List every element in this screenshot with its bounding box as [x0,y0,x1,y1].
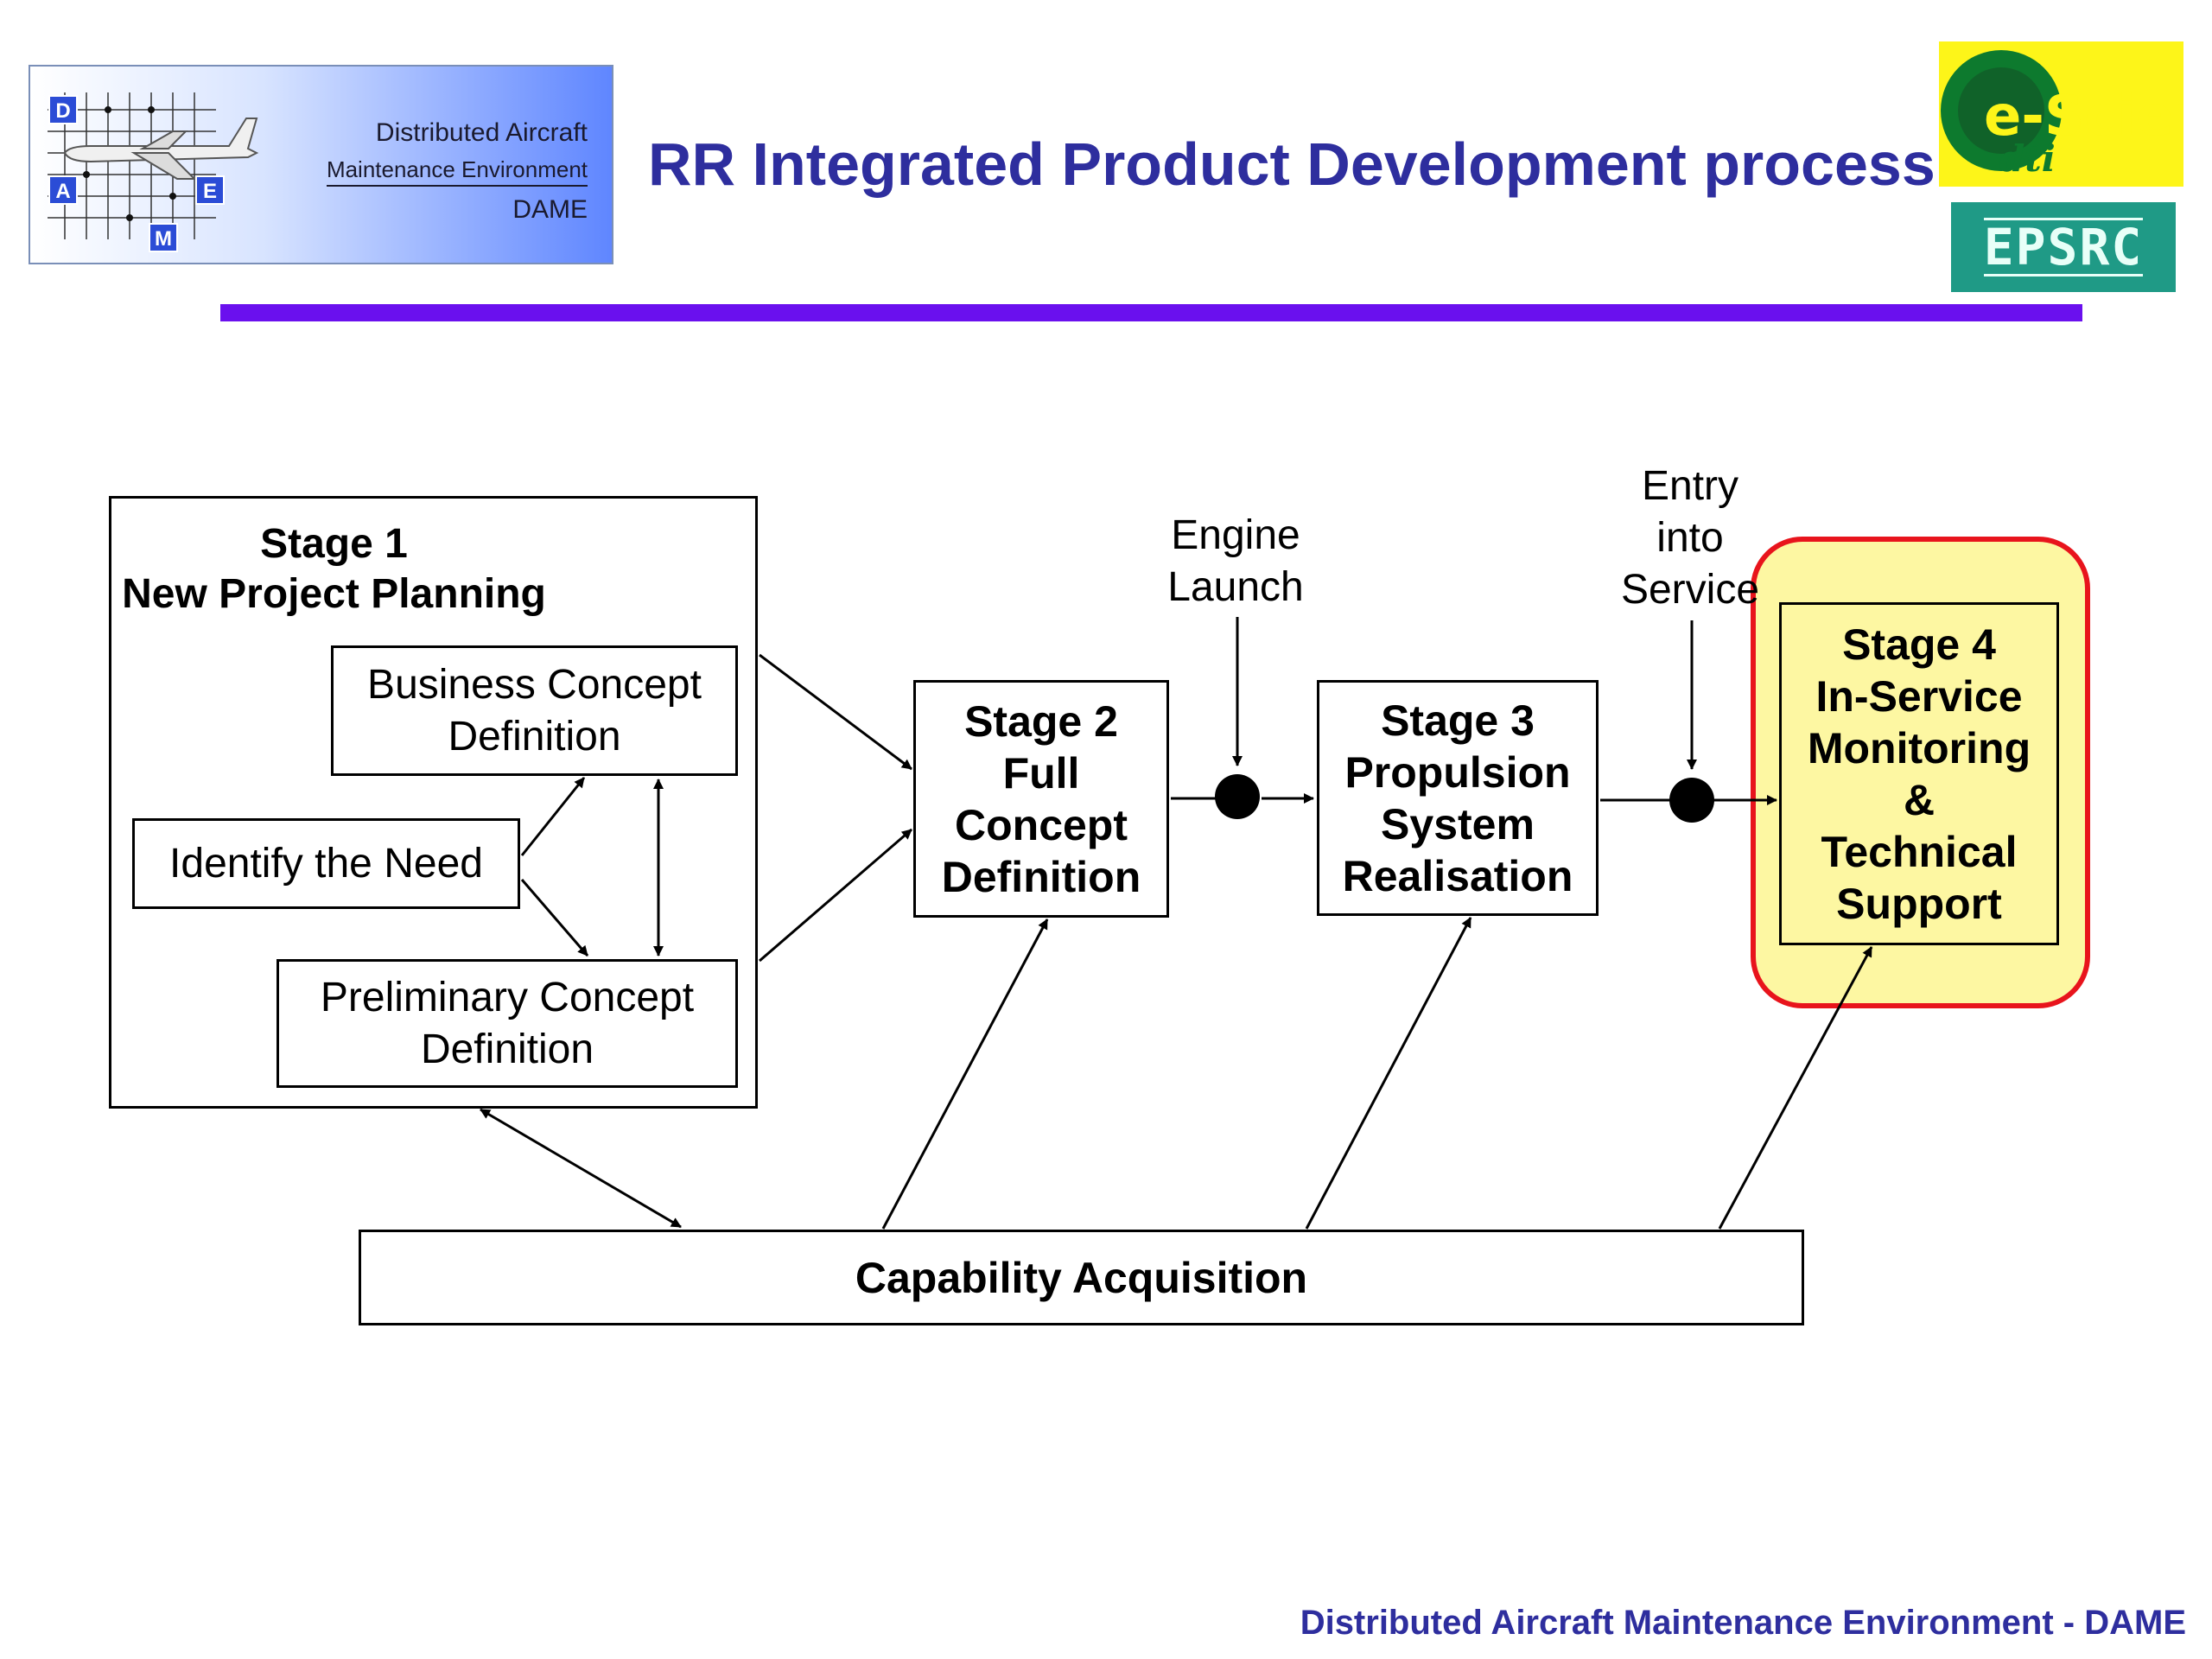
logo-letter-m: M [155,227,172,251]
stage2-line2: Full [1002,748,1080,798]
stage4-line4: & [1903,775,1936,824]
entry-service-line2: into [1656,515,1724,561]
stage4-line6: Support [1836,879,2002,928]
logo-line-2: Maintenance Environment [326,156,588,187]
business-concept-line2: Definition [448,713,621,760]
logo-letter-d: D [55,99,70,123]
stage2-line3: Concept [955,800,1128,849]
stage2-box: Stage 2 Full Concept Definition [913,680,1169,918]
stage4-line5: Technical [1821,827,2018,876]
stage3-line3: System [1381,799,1535,849]
escience-logo-graphic: e-Science dti [1941,50,2212,180]
stage1-box: Stage 1 New Project Planning [109,496,758,1109]
arrow-stage1-bottom-to-stage2 [759,828,912,963]
stage4-line3: Monitoring [1807,723,2031,772]
capability-acquisition-label: Capability Acquisition [855,1253,1308,1302]
dame-logo-text: Distributed Aircraft Maintenance Environ… [326,118,588,225]
business-concept-line1: Business Concept [367,661,702,708]
engine-launch-milestone [1215,774,1260,819]
escience-text: e-Science [1984,85,2183,149]
stage3-box: Stage 3 Propulsion System Realisation [1317,680,1599,916]
stage4-box: Stage 4 In-Service Monitoring & Technica… [1779,602,2059,945]
stage3-line1: Stage 3 [1381,696,1535,745]
dame-logo: D A E M Distributed Aircraft Maintenance… [29,65,613,264]
engine-launch-line1: Engine [1171,512,1300,558]
preliminary-concept-line1: Preliminary Concept [320,974,695,1020]
stage4-line2: In-Service [1815,671,2023,721]
preliminary-concept-box: Preliminary Concept Definition [276,959,738,1088]
arrow-capability-stage2 [881,918,1049,1230]
logo-line-1: Distributed Aircraft [375,118,588,147]
business-concept-box: Business Concept Definition [331,645,738,776]
identify-need-box: Identify the Need [132,818,520,909]
arrow-stage1-capability [480,1108,682,1229]
logo-line-3: DAME [512,195,588,224]
stage1-heading: Stage 1 New Project Planning [122,519,546,620]
dame-logo-graphic: D A E M [48,92,259,252]
entry-service-line3: Service [1620,567,1760,613]
stage4-line1: Stage 4 [1842,620,1996,669]
stage1-title: Stage 1 [260,521,408,567]
engine-launch-label: Engine Launch [1149,510,1322,613]
arrow-capability-stage3 [1305,917,1472,1230]
logo-letter-e: E [203,180,217,203]
arrow-stage1-top-to-stage2 [759,653,912,771]
entry-into-service-label: Entry into Service [1604,461,1777,616]
identify-need-label: Identify the Need [169,841,483,887]
engine-launch-line2: Launch [1167,564,1304,610]
stage3-line4: Realisation [1342,851,1573,900]
entry-service-line1: Entry [1641,463,1739,509]
stage2-line1: Stage 2 [964,696,1118,746]
epsrc-text: EPSRC [1983,218,2144,276]
stage4-highlight [1751,537,2090,1008]
stage3-line2: Propulsion [1344,747,1571,797]
stage2-line4: Definition [941,852,1141,901]
entry-service-milestone [1669,778,1714,823]
capability-acquisition-box: Capability Acquisition [359,1230,1804,1325]
stage1-subtitle: New Project Planning [122,571,546,617]
logo-letter-a: A [55,180,70,203]
page-title: RR Integrated Product Development proces… [648,130,1936,198]
preliminary-concept-line2: Definition [420,1026,594,1072]
title-divider [220,304,2082,321]
airplane-icon [63,118,259,180]
dti-text: dti [1999,137,2056,180]
footer-text: Distributed Aircraft Maintenance Environ… [1300,1604,2186,1642]
escience-logo: e-Science dti [1939,41,2212,187]
epsrc-logo: EPSRC [1951,202,2176,292]
